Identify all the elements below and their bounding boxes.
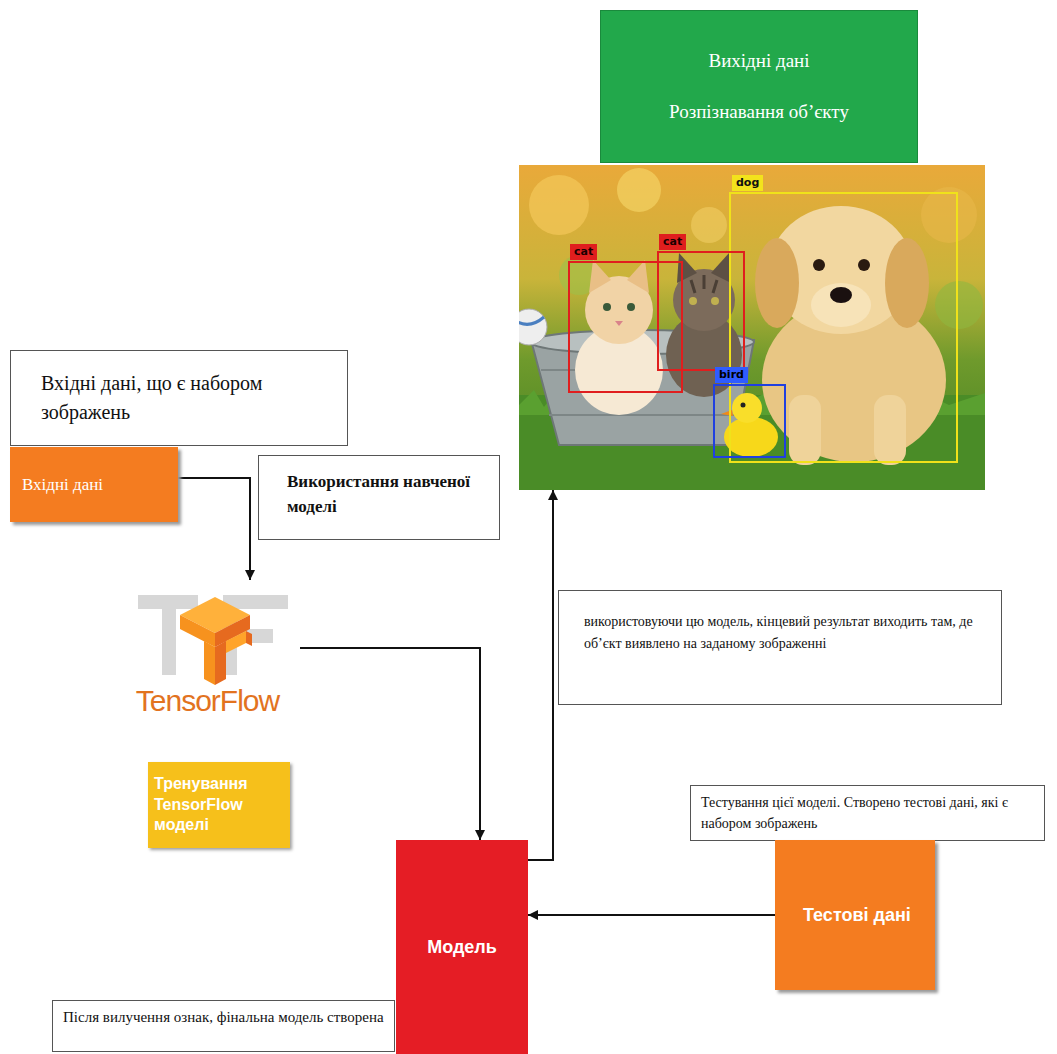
node-text: Вихідні дані xyxy=(708,50,809,72)
node-text: Тестування цієї моделі. Створено тестові… xyxy=(701,792,1034,834)
node-text: Після вилучення ознак, фінальна модель с… xyxy=(63,1007,384,1028)
object-tag: cat xyxy=(659,234,686,250)
tensorflow-node: TensorFlow xyxy=(115,580,300,740)
node-text: Тестові дані xyxy=(803,903,911,927)
node-text: Модель xyxy=(427,937,497,958)
note-box: Після вилучення ознак, фінальна модель с… xyxy=(52,1000,395,1052)
input-box: Вхідні дані xyxy=(10,447,178,522)
note-box: Вхідні дані, що є набором зображень xyxy=(10,350,348,446)
model-box: Модель xyxy=(396,840,528,1054)
object-tag: bird xyxy=(715,367,748,383)
arrow-connector xyxy=(300,648,480,840)
arrow-connector xyxy=(178,478,250,580)
note-box: Тестування цієї моделі. Створено тестові… xyxy=(690,785,1045,841)
object-tag: cat xyxy=(570,244,597,260)
object-tag: dog xyxy=(732,175,763,191)
arrow-connector xyxy=(528,490,553,860)
node-text: Тренування TensorFlow моделі xyxy=(154,774,284,836)
test-data-box: Тестові дані xyxy=(775,840,935,990)
note-box: Використання навченої моделі xyxy=(258,455,500,540)
ball xyxy=(519,309,547,345)
node-text: TensorFlow xyxy=(136,684,279,718)
note-box: використовуючи цю модель, кінцевий резул… xyxy=(558,590,1002,705)
photo-background xyxy=(519,165,985,490)
node-text: Розпізнавання об’єкту xyxy=(669,101,849,123)
bounding-boxes xyxy=(569,193,957,462)
node-text: Використання навченої моделі xyxy=(287,470,471,519)
photo-illustration xyxy=(519,165,985,490)
tensorflow-logo xyxy=(128,585,303,690)
dog xyxy=(755,206,946,465)
node-text: Вхідні дані xyxy=(22,475,103,495)
output-box: Вихідні даніРозпізнавання об’єкту xyxy=(600,10,918,163)
node-text: Вхідні дані, що є набором зображень xyxy=(41,369,317,427)
logo-mark xyxy=(180,597,252,685)
arrow-connector xyxy=(528,914,775,916)
detection-image: dog cat cat bird xyxy=(519,165,985,490)
training-box: Тренування TensorFlow моделі xyxy=(148,762,290,848)
node-text: використовуючи цю модель, кінцевий резул… xyxy=(584,611,981,654)
